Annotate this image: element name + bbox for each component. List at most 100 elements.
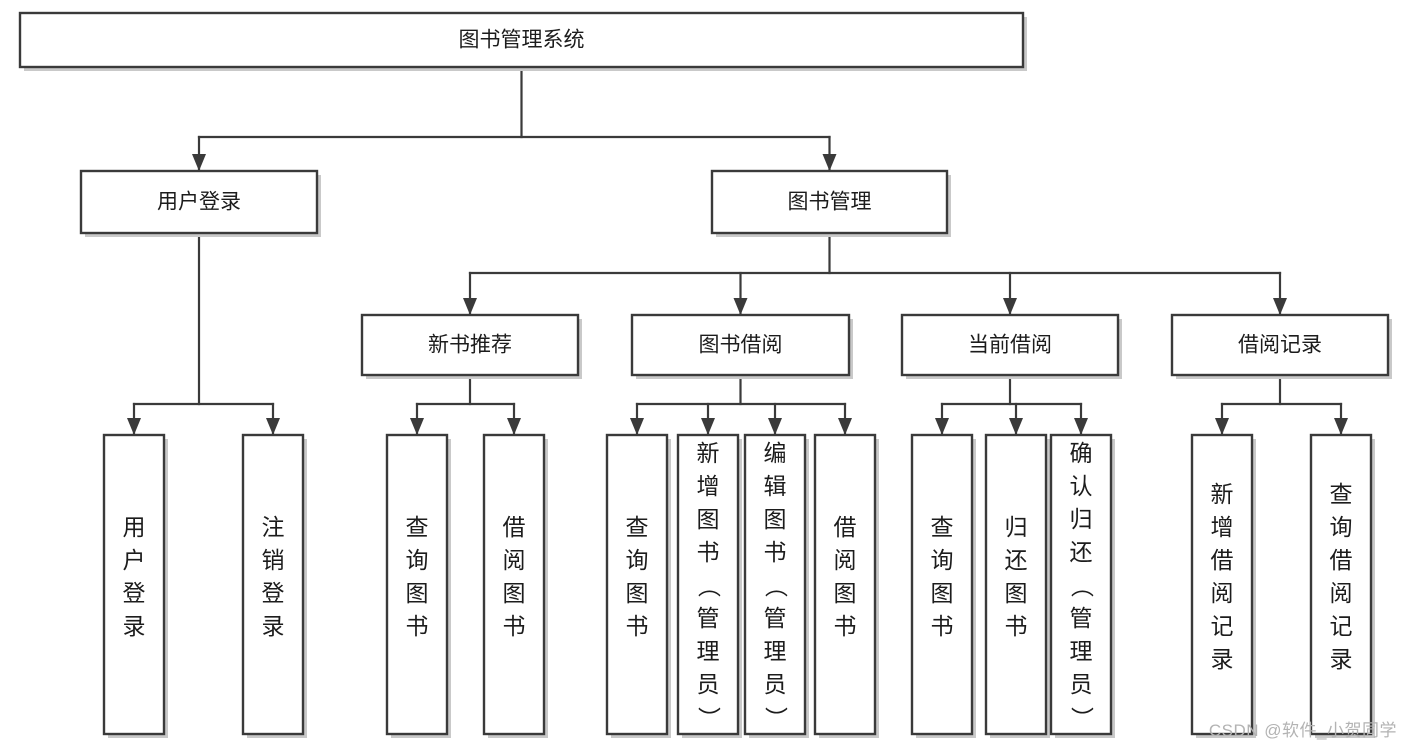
leaf-label-char: 借	[1211, 547, 1234, 573]
leaf-label-char: 还	[1070, 539, 1093, 565]
leaf-label-char: 管	[764, 605, 787, 631]
arrow-head-icon	[1215, 418, 1229, 435]
leaf-label-char: 书	[406, 613, 429, 639]
leaf-label-char: 图	[834, 580, 857, 606]
leaf-label-char: 图	[503, 580, 526, 606]
arrow-head-icon	[935, 418, 949, 435]
arrow-head-icon	[507, 418, 521, 435]
leaf-label-char: ）	[1069, 707, 1095, 730]
leaf-label-char: 归	[1070, 506, 1093, 532]
leaf-label-char: 户	[123, 547, 146, 573]
connector-lines	[127, 65, 1348, 436]
leaf-label-char: 图	[1005, 580, 1028, 606]
leaf-label-char: 管	[1070, 605, 1093, 631]
leaf-label-char: 图	[697, 506, 720, 532]
arrow-head-icon	[463, 298, 477, 315]
leaf-label-char: 阅	[1330, 580, 1353, 606]
leaf-label-char: 图	[764, 506, 787, 532]
leaf-label-char: 书	[697, 539, 720, 565]
leaf-label-char: ）	[763, 707, 789, 730]
node-label: 图书借阅	[699, 334, 783, 357]
node-book-borrow[interactable]: 图书借阅	[630, 313, 853, 379]
node-user-login[interactable]: 用户登录	[79, 169, 321, 237]
arrow-head-icon	[630, 418, 644, 435]
leaf-label-char: 录	[262, 613, 285, 639]
leaf-label-char: 记	[1330, 613, 1353, 639]
arrow-head-icon	[1334, 418, 1348, 435]
leaf-label-char: 新	[697, 440, 720, 466]
leaf-label-char: 认	[1070, 473, 1093, 499]
node-label: 图书管理系统	[459, 29, 585, 52]
leaf-label-char: 图	[626, 580, 649, 606]
arrow-head-icon	[1273, 298, 1287, 315]
leaf-label-char: （	[696, 575, 722, 598]
leaf-label-char: 书	[503, 613, 526, 639]
leaf-label-char: 询	[931, 547, 954, 573]
node-current-borrow[interactable]: 当前借阅	[900, 313, 1122, 379]
leaf-label-char: 查	[1330, 481, 1353, 507]
node-borrow-record[interactable]: 借阅记录	[1170, 313, 1392, 379]
leaf-label-char: 录	[1211, 646, 1234, 672]
arrow-head-icon	[733, 298, 748, 315]
leaf-label-char: 理	[1070, 638, 1093, 664]
leaf-label-char: 图	[406, 580, 429, 606]
leaf-label-char: 查	[626, 514, 649, 540]
arrow-head-icon	[266, 418, 280, 435]
leaf-label-char: 查	[931, 514, 954, 540]
leaf-label-char: 归	[1005, 514, 1028, 540]
leaf-label-char: （	[1069, 575, 1095, 598]
leaf-label-char: 管	[697, 605, 720, 631]
leaf-label-char: 员	[697, 671, 720, 697]
node-new-book-rec[interactable]: 新书推荐	[360, 313, 582, 379]
leaf-label-char: 增	[1211, 514, 1234, 540]
leaf-node-leaf-user-login[interactable]: 用户登录	[102, 433, 168, 738]
leaf-label-char: 确	[1070, 440, 1093, 466]
node-label: 用户登录	[157, 191, 241, 214]
leaf-label-char: 员	[1070, 671, 1093, 697]
leaf-label-char: 员	[764, 671, 787, 697]
leaf-label-char: 登	[262, 580, 285, 606]
leaf-label-char: 登	[123, 580, 146, 606]
leaf-label-char: （	[763, 575, 789, 598]
node-book-manage[interactable]: 图书管理	[710, 169, 951, 237]
leaf-label-char: 注	[262, 514, 285, 540]
leaf-label-char: 询	[406, 547, 429, 573]
leaf-label-char: 借	[503, 514, 526, 540]
leaf-label-char: 还	[1005, 547, 1028, 573]
arrow-head-icon	[822, 154, 837, 171]
node-label: 新书推荐	[428, 334, 512, 357]
leaf-label-char: 录	[123, 613, 146, 639]
arrow-head-icon	[127, 418, 141, 435]
leaf-label-char: 用	[123, 514, 146, 540]
arrow-head-icon	[701, 418, 715, 435]
node-label: 当前借阅	[968, 334, 1052, 357]
leaf-label-char: 新	[1211, 481, 1234, 507]
root-node-book-management-system[interactable]: 图书管理系统	[18, 11, 1027, 71]
node-boxes: 图书管理系统用户登录图书管理新书推荐图书借阅当前借阅借阅记录用户登录注销登录查询…	[18, 11, 1392, 738]
arrow-head-icon	[838, 418, 852, 435]
leaf-label-char: 询	[1330, 514, 1353, 540]
leaf-label-char: 录	[1330, 646, 1353, 672]
arrow-head-icon	[410, 418, 424, 435]
leaf-label-char: 编	[764, 440, 787, 466]
arrow-head-icon	[1009, 418, 1023, 435]
leaf-label-char: 借	[834, 514, 857, 540]
leaf-label-char: 书	[1005, 613, 1028, 639]
leaf-label-char: 图	[931, 580, 954, 606]
leaf-label-char: 书	[834, 613, 857, 639]
leaf-label-char: 阅	[1211, 580, 1234, 606]
leaf-label-char: 阅	[834, 547, 857, 573]
